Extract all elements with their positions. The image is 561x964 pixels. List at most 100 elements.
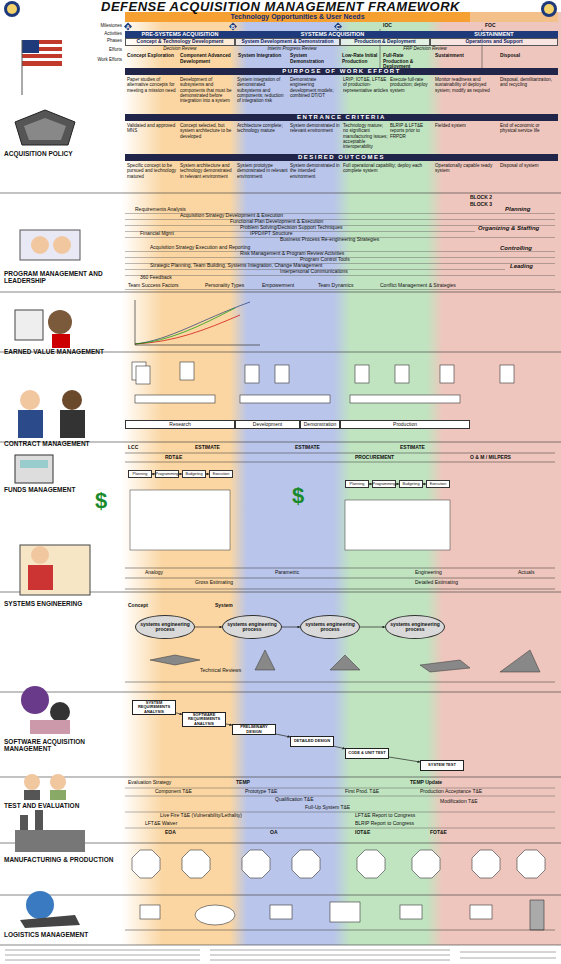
annotation-label: Requirements Analysis [135, 207, 186, 213]
annotation-label: System Integration [238, 53, 288, 59]
annotation-label: 360 Feedback [140, 275, 172, 281]
annotation-label: System Demonstration [290, 53, 338, 64]
flow-arrow [195, 627, 222, 628]
phase-band: SYSTEMS ACQUISITION [235, 31, 430, 38]
annotation-label: System integration of demonstrated subsy… [237, 77, 288, 103]
node-text: SOFTWARE REQUIREMENTS ANALYSIS [183, 713, 225, 726]
annotation-label: End of economic or physical service life [500, 123, 556, 134]
annotation-label: Monitor readiness and sustainability of … [435, 77, 497, 93]
flow-arrow [282, 627, 300, 628]
annotation-label: LCC [128, 445, 148, 451]
annotation-label: EOA [165, 830, 195, 836]
annotation-label: Paper studies of alternative concepts fo… [127, 77, 178, 93]
diagram-title: DEFENSE ACQUISITION MANAGEMENT FRAMEWORK [30, 0, 531, 13]
node-text: Budgeting [185, 472, 202, 476]
node-text: DETAILED DESIGN [294, 739, 330, 743]
annotation-label: Problem Solving/Decision Support Techniq… [240, 225, 342, 231]
section-bar: ENTRANCE CRITERIA [125, 114, 558, 121]
annotation-label: PROGRAM MANAGEMENT AND LEADERSHIP [4, 270, 122, 285]
flow-arrow [276, 734, 290, 737]
annotation-label: Acquisition Strategy Execution and Repor… [150, 245, 250, 251]
annotation-label: Component T&E [155, 789, 192, 795]
annotation-label: CONTRACT MANAGEMENT [4, 440, 122, 447]
process-box: PRELIMINARY DESIGN [232, 724, 276, 735]
annotation-label: First Prod. T&E [345, 789, 379, 795]
phase-band: PRE-SYSTEMS ACQUISITION [125, 31, 235, 38]
annotation-label: Risk Management & Program Review Activit… [240, 251, 344, 257]
annotation-label: Full-Rate Production & Deployment [383, 53, 429, 70]
ppbs-box: Programming [155, 470, 179, 478]
annotation-label: Personality Types [205, 283, 244, 289]
annotation-label: Strategic Planning, Team Building, Syste… [150, 263, 323, 269]
annotation-label: Technology Opportunities & User Needs [125, 13, 470, 21]
ppbs-box: Planning [345, 480, 369, 488]
node-text: PRELIMINARY DESIGN [233, 725, 275, 734]
annotation-label: TEMP [236, 780, 266, 786]
node-text: Programming [373, 482, 396, 486]
annotation-label: C [333, 24, 343, 30]
phase-band: SUSTAINMENT [430, 31, 558, 38]
annotation-label: IOT&E [355, 830, 385, 836]
annotation-label: Leading [510, 263, 555, 270]
flow-arrow [334, 746, 345, 748]
process-box: SOFTWARE REQUIREMENTS ANALYSIS [182, 712, 226, 727]
annotation-label: Acquisition Strategy Development & Execu… [180, 213, 283, 219]
annotation-label: LRIP; IOT&E, LFT&E of production-represe… [343, 77, 388, 93]
annotation-label: BLOCK 3 [470, 202, 510, 208]
node-text: systems engineering process [223, 622, 281, 633]
flow-arrow [389, 757, 420, 762]
process-box: SYSTEM REQUIREMENTS ANALYSIS [132, 700, 176, 715]
node-text: Execution [213, 472, 230, 476]
node-text: DESIRED OUTCOMES [298, 154, 385, 161]
node-text: Operations and Support [465, 39, 522, 45]
annotation-label: Efforts [70, 47, 122, 52]
annotation-label: Decision Review [150, 46, 210, 51]
annotation-label: Concept Exploration [127, 53, 177, 59]
annotation-label: System prototype demonstrated in relevan… [237, 163, 288, 179]
process-box: CODE & UNIT TEST [345, 748, 389, 759]
annotation-label: Validated and approved MNS [127, 123, 178, 134]
section-bar: DESIRED OUTCOMES [125, 154, 558, 161]
annotation-label: Live Fire T&E (Vulnerability/Lethality) [160, 813, 242, 819]
annotation-label: RDT&E [165, 455, 205, 461]
contract-bar: Demonstration [300, 420, 340, 429]
node-text: SYSTEM REQUIREMENTS ANALYSIS [133, 701, 175, 714]
node-text: PRE-SYSTEMS ACQUISITION [142, 31, 219, 37]
annotation-label: Disposal, demilitarization, and recyclin… [500, 77, 556, 88]
annotation-label: Full operational capability; deploy each… [343, 163, 431, 174]
annotation-label: Disposal [500, 53, 555, 59]
phase-box: Concept & Technology Development [125, 38, 235, 46]
annotation-label: Empowerment [262, 283, 294, 289]
contract-bar: Research [125, 420, 235, 429]
annotation-label: Modification T&E [440, 799, 478, 805]
section-bar: PURPOSE OF WORK EFFORT [125, 68, 558, 75]
annotation-label: Production Acceptance T&E [420, 789, 482, 795]
annotation-label: Technical Reviews [200, 668, 241, 674]
ppbs-box: Budgeting [399, 480, 423, 488]
annotation-label: IPPD/IPT Structure [250, 231, 292, 237]
annotation-label: System architecture and technology demon… [180, 163, 234, 179]
ppbs-box: Execution [426, 480, 450, 488]
annotation-label: Technology mature; no significant manufa… [343, 123, 388, 149]
node-text: Demonstration [304, 422, 337, 428]
annotation-label: ESTIMATE [295, 445, 335, 451]
annotation-label: Planning [505, 206, 555, 213]
annotation-label: Component Advanced Development [180, 53, 232, 64]
annotation-label: FOT&E [430, 830, 460, 836]
annotation-label: SYSTEMS ENGINEERING [4, 600, 122, 607]
contract-bar: Development [235, 420, 300, 429]
annotation-label: LFT&E Waiver [145, 821, 177, 827]
annotation-label: Interpersonal Communications [280, 269, 348, 275]
annotation-label: Functional Plan Development & Execution [230, 219, 323, 225]
annotation-label: BLOCK 2 [470, 195, 510, 201]
annotation-label: MANUFACTURING & PRODUCTION [4, 856, 122, 863]
annotation-label: Team Success Factors [128, 283, 179, 289]
ppbs-box: Execution [209, 470, 233, 478]
annotation-label: Development of subsystems and components… [180, 77, 234, 103]
annotation-label: Evaluation Strategy [128, 780, 171, 786]
annotation-label: A [123, 24, 133, 30]
annotation-label: Controlling [500, 245, 555, 252]
process-box: DETAILED DESIGN [290, 736, 334, 747]
